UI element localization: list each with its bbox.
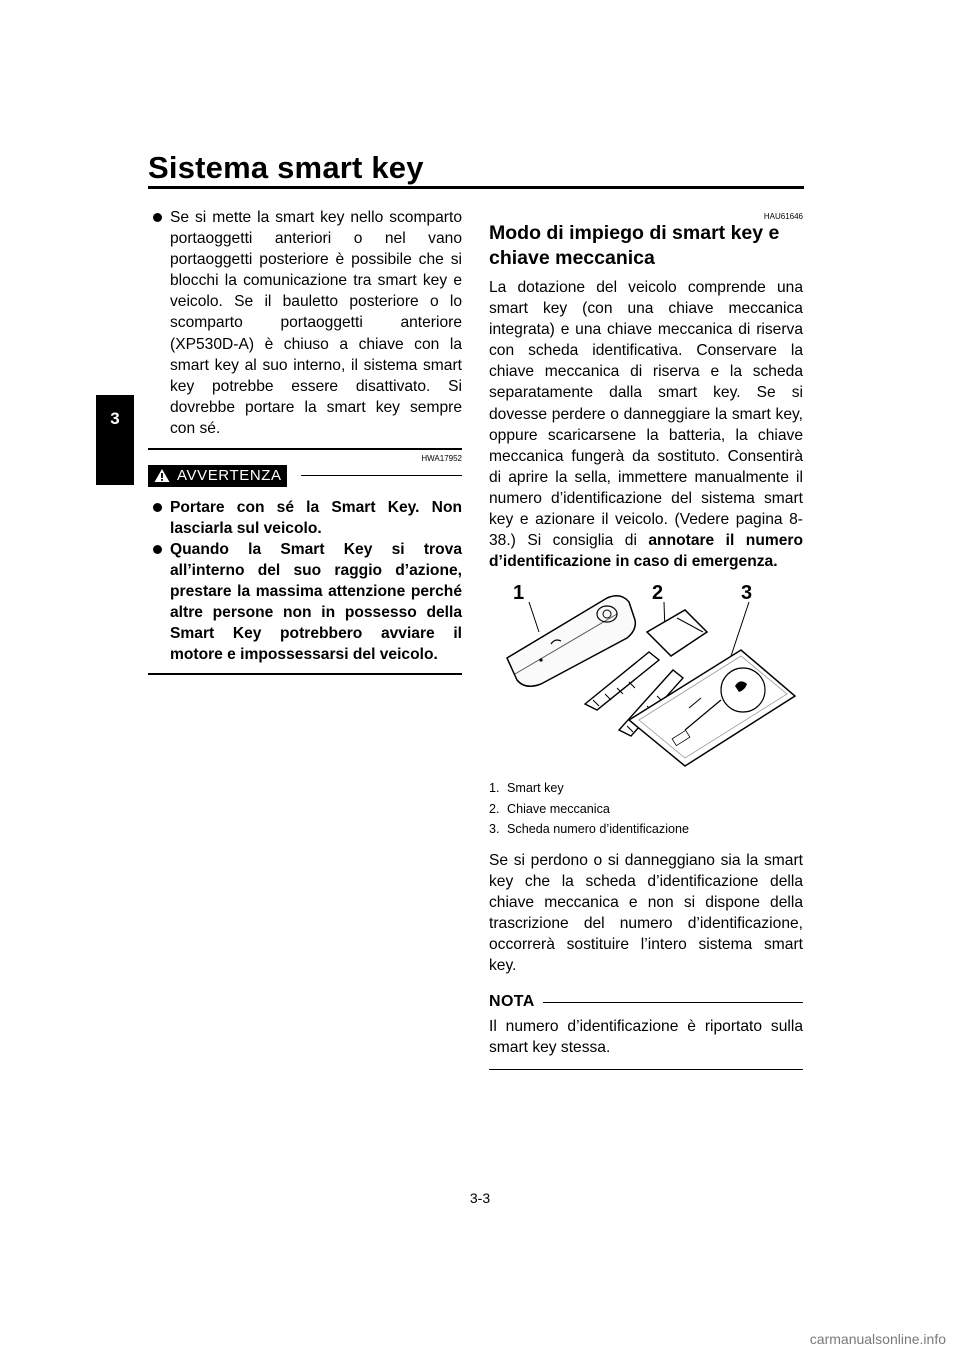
left-column: Se si mette la smart key nello scomparto… [148, 207, 462, 675]
nota-end-rule [489, 1068, 803, 1071]
warning-body: Portare con sé la Smart Key. Non lasciar… [148, 497, 462, 666]
nota-header-line [542, 1001, 803, 1004]
section-title: Modo di impiego di smart key e chiave me… [489, 222, 780, 269]
title-rule [148, 186, 804, 189]
callout-1: 1 [513, 582, 525, 605]
warning-header: AVVERTENZA [148, 463, 462, 489]
warning-bullet: Quando la Smart Key si trova all’interno… [148, 539, 462, 666]
bullet-dot [148, 539, 170, 666]
warning-header-line [300, 474, 462, 477]
bullet-dot [148, 207, 170, 439]
intro-bullet-text: Se si mette la smart key nello scomparto… [170, 209, 462, 437]
caption-item: 3.Scheda numero d’identificazione [489, 822, 690, 837]
page-title: Sistema smart key [148, 150, 424, 185]
intro-paragraph-emphasis: annotare il numero d’identificazione in … [489, 532, 803, 571]
nota-label: NOTA [489, 993, 535, 1011]
replacement-paragraph: Se si perdono o si danneggiano sia la sm… [489, 851, 803, 975]
intro-paragraph-text: La dotazione del veicolo comprende una s… [489, 279, 803, 550]
warning-bullet-text: Quando la Smart Key si trova all’interno… [170, 540, 462, 664]
caption-item: 1.Smart key [489, 781, 564, 796]
figure-caption-list: 1.Smart key 2.Chiave meccanica 3.Scheda … [489, 778, 803, 840]
smart-key-set-illustration [506, 595, 797, 768]
chapter-tab: 3 [96, 395, 134, 485]
warning-bullet-text: Portare con sé la Smart Key. Non lasciar… [170, 498, 462, 537]
intro-paragraph: La dotazione del veicolo comprende una s… [489, 277, 803, 572]
section-code: HAU61646 [763, 212, 803, 221]
caption-item: 2.Chiave meccanica [489, 801, 610, 816]
warning-code: HWA17952 [421, 453, 462, 463]
callout-2: 2 [652, 582, 664, 605]
nota-text: Il numero d’identificazione è riportato … [489, 1018, 803, 1057]
nota-header: NOTA [489, 992, 803, 1012]
warning-triangle-icon [154, 469, 170, 483]
key-illustration: 1 2 3 [489, 580, 803, 772]
warning-bullet: Portare con sé la Smart Key. Non lasciar… [148, 497, 462, 539]
warning-label: AVVERTENZA [177, 467, 282, 485]
warning-label-box: AVVERTENZA [148, 464, 287, 487]
bullet-dot [148, 497, 170, 539]
page-number: 3-3 [469, 1190, 491, 1206]
callout-3: 3 [741, 582, 753, 605]
chapter-number: 3 [110, 409, 120, 428]
intro-bullet: Se si mette la smart key nello scomparto… [148, 207, 462, 439]
warning-end-rule [148, 673, 462, 675]
right-column: HAU61646 Modo di impiego di smart key e … [489, 212, 803, 1071]
watermark: carmanualsonline.info [809, 1331, 946, 1347]
section-divider [148, 448, 462, 450]
